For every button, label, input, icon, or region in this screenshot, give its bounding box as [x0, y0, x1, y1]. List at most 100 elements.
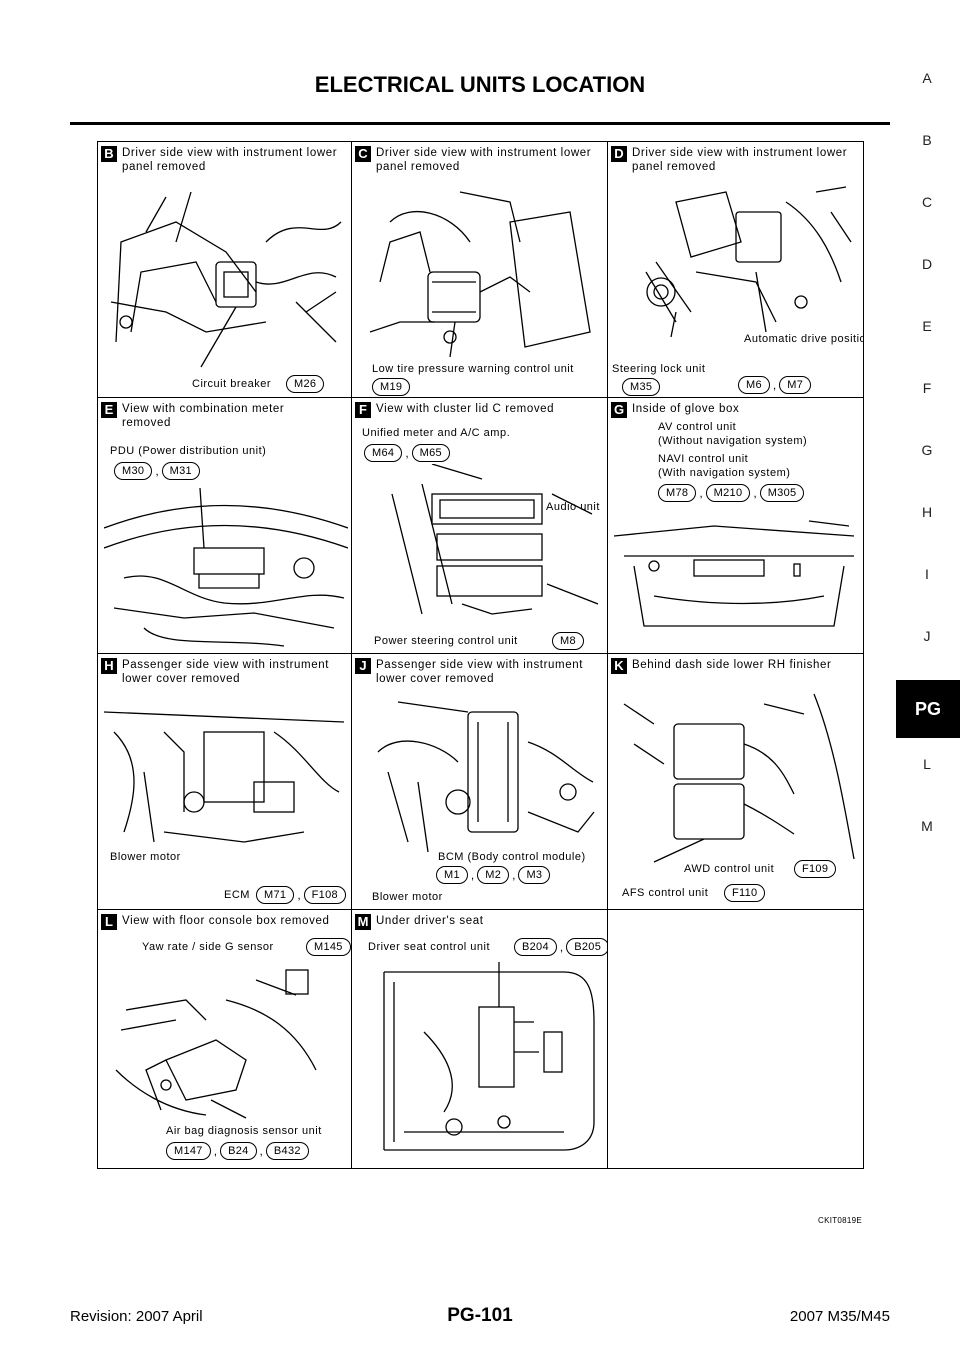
- connector-row-g: M78 , M210 , M305: [658, 484, 805, 502]
- label-bcm: BCM (Body control module): [438, 851, 586, 863]
- connector-m19: M19: [372, 378, 411, 396]
- footer-revision: Revision: 2007 April: [70, 1308, 203, 1325]
- label-av-control-unit: AV control unit: [658, 421, 737, 433]
- panel-b: B Driver side view with instrument lower…: [98, 142, 352, 398]
- tab-a[interactable]: A: [922, 70, 932, 86]
- connector-m30: M30: [114, 462, 153, 480]
- label-power-steering-unit: Power steering control unit: [374, 635, 518, 647]
- panel-letter-d: D: [611, 146, 627, 162]
- connector-f108: F108: [303, 886, 346, 904]
- label-blower-motor-j: Blower motor: [372, 891, 443, 903]
- connector-row-k1: F109: [794, 860, 837, 878]
- connector-m3: M3: [518, 866, 551, 884]
- connector-m65: M65: [411, 444, 450, 462]
- panel-title-g: Inside of glove box: [632, 403, 740, 415]
- connector-row-k2: F110: [724, 884, 766, 902]
- connector-m8: M8: [552, 632, 584, 650]
- connector-m2: M2: [477, 866, 510, 884]
- label-yaw-rate-sensor: Yaw rate / side G sensor: [142, 941, 274, 953]
- image-code: CKIT0819E: [818, 1216, 863, 1225]
- connector-row-d1: M35: [622, 378, 661, 396]
- label-audio-unit: Audio unit: [546, 501, 600, 513]
- tab-g[interactable]: G: [921, 442, 933, 458]
- connector-m35: M35: [622, 378, 661, 396]
- awd-afs-drawing: [623, 693, 855, 863]
- bcm-drawing: [377, 701, 595, 853]
- connector-b432: B432: [265, 1142, 309, 1160]
- pdu-drawing: [104, 488, 348, 647]
- tab-i[interactable]: I: [925, 566, 929, 582]
- panel-letter-g: G: [611, 402, 627, 418]
- label-low-tire-pressure-unit: Low tire pressure warning control unit: [372, 363, 574, 375]
- panel-f: F View with cluster lid C removed Unifie…: [352, 398, 608, 654]
- connector-m305: M305: [759, 484, 805, 502]
- label-navi-control-unit: NAVI control unit: [658, 453, 749, 465]
- tab-h[interactable]: H: [921, 504, 933, 520]
- tab-f[interactable]: F: [922, 380, 932, 396]
- panel-title-b: Driver side view with instrument lower p…: [122, 147, 338, 173]
- label-awd-control-unit: AWD control unit: [684, 863, 775, 875]
- label-blower-motor-h: Blower motor: [110, 851, 181, 863]
- tab-j[interactable]: J: [923, 628, 931, 644]
- glove-box-drawing: [614, 520, 855, 627]
- page-title: ELECTRICAL UNITS LOCATION: [314, 72, 646, 97]
- steering-lock-drawing: [645, 186, 852, 338]
- connector-row-f2: M8: [552, 632, 584, 650]
- connector-m78: M78: [658, 484, 697, 502]
- tab-c[interactable]: C: [921, 194, 933, 210]
- panel-title-m: Under driver's seat: [376, 915, 484, 927]
- tab-l[interactable]: L: [923, 756, 931, 772]
- connector-b205: B205: [566, 938, 607, 956]
- connector-m210: M210: [705, 484, 751, 502]
- connector-row-c: M19: [372, 378, 411, 396]
- panel-k: K Behind dash side lower RH finisher AWD…: [608, 654, 863, 910]
- circuit-breaker-drawing: [110, 191, 342, 368]
- section-index-tabs: A B C D E F G H I J PG L M: [896, 70, 960, 950]
- connector-m6: M6: [738, 376, 770, 394]
- label-steering-lock-unit: Steering lock unit: [612, 363, 706, 375]
- connector-row-h: M71 , F108: [256, 886, 346, 904]
- connector-row-j: M1 , M2 , M3: [436, 866, 551, 884]
- panel-empty: [608, 910, 863, 1168]
- panel-d: D Driver side view with instrument lower…: [608, 142, 863, 398]
- connector-m147: M147: [166, 1142, 211, 1160]
- label-with-navigation: (With navigation system): [658, 467, 791, 479]
- connector-row-d2: M6 , M7: [738, 376, 812, 394]
- panel-title-j: Passenger side view with instrument lowe…: [376, 659, 583, 685]
- connector-f109: F109: [794, 860, 837, 878]
- label-without-navigation: (Without navigation system): [658, 435, 808, 447]
- panel-letter-k: K: [611, 658, 627, 674]
- panel-c: C Driver side view with instrument lower…: [352, 142, 608, 398]
- label-airbag-sensor-unit: Air bag diagnosis sensor unit: [166, 1125, 322, 1137]
- panel-title-f: View with cluster lid C removed: [376, 403, 555, 415]
- footer-page-number: PG-101: [447, 1305, 513, 1326]
- panel-title-k: Behind dash side lower RH finisher: [632, 659, 832, 671]
- tab-pg-active[interactable]: PG: [896, 680, 960, 738]
- blower-motor-ecm-drawing: [104, 711, 345, 843]
- label-driver-seat-control-unit: Driver seat control unit: [368, 941, 491, 953]
- panel-h: H Passenger side view with instrument lo…: [98, 654, 352, 910]
- connector-m31: M31: [161, 462, 200, 480]
- tab-b[interactable]: B: [922, 132, 932, 148]
- airbag-sensor-drawing: [115, 969, 317, 1119]
- connector-row-l2: M147 , B24 , B432: [166, 1142, 309, 1160]
- cluster-lid-drawing: [391, 464, 598, 615]
- tab-m[interactable]: M: [921, 818, 933, 834]
- tab-e[interactable]: E: [922, 318, 932, 334]
- panel-j: J Passenger side view with instrument lo…: [352, 654, 608, 910]
- label-pdu: PDU (Power distribution unit): [110, 445, 267, 457]
- panel-letter-h: H: [101, 658, 117, 674]
- panel-letter-m: M: [355, 914, 371, 930]
- connector-m145: M145: [306, 938, 351, 956]
- panel-title-d: Driver side view with instrument lower p…: [632, 147, 848, 173]
- panel-letter-b: B: [101, 146, 117, 162]
- connector-row-m: B204 , B205: [514, 938, 607, 956]
- unit-location-grid: B Driver side view with instrument lower…: [97, 141, 864, 1169]
- panel-l: L View with floor console box removed Ya…: [98, 910, 352, 1168]
- panel-letter-f: F: [355, 402, 371, 418]
- seat-frame-drawing: [383, 962, 595, 1151]
- connector-b204: B204: [514, 938, 557, 956]
- tab-d[interactable]: D: [921, 256, 933, 272]
- connector-m71: M71: [256, 886, 295, 904]
- connector-m64: M64: [364, 444, 403, 462]
